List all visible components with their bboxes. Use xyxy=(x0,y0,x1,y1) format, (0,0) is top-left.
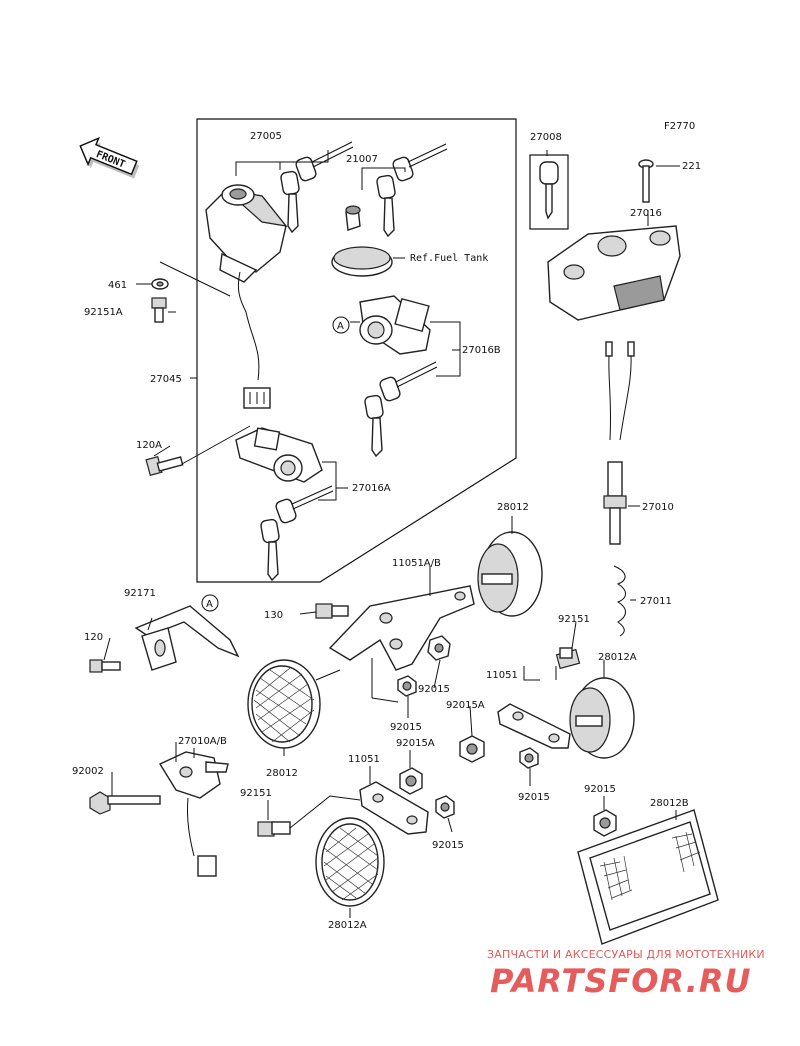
label-92015A-right: 92015A xyxy=(446,700,485,711)
label-92015A-bottom: 92015A xyxy=(396,738,435,749)
bracket-27016 xyxy=(547,225,681,321)
label-92015-bottom: 92015 xyxy=(432,840,464,851)
nut-92015-top-right xyxy=(593,809,617,837)
ignition-switch xyxy=(205,184,288,409)
label-120: 120 xyxy=(84,632,103,643)
label-28012A-right: 28012A xyxy=(598,652,637,663)
label-28012A-bottom: 28012A xyxy=(328,920,367,931)
label-21007: 21007 xyxy=(346,154,378,165)
nut-92015-right xyxy=(519,747,539,769)
label-92151A: 92151A xyxy=(84,307,123,318)
label-27011: 27011 xyxy=(640,596,672,607)
label-461: 461 xyxy=(108,280,127,291)
label-92015-top-right: 92015 xyxy=(584,784,616,795)
horn-28012A-right xyxy=(569,677,635,759)
label-92015-bracket: 92015 xyxy=(390,722,422,733)
horn-bracket-11051AB xyxy=(328,585,475,671)
label-130: 130 xyxy=(264,610,283,621)
front-direction-arrow: FRONT xyxy=(79,136,140,179)
bolt-130 xyxy=(315,603,349,619)
horn-28012-top xyxy=(477,531,543,617)
label-27016B: 27016B xyxy=(462,345,501,356)
leader-lines xyxy=(103,150,680,918)
bolt-120A xyxy=(145,455,184,477)
bolt-92151-bottom xyxy=(257,821,291,837)
assembly-frame xyxy=(196,118,517,583)
label-92015-right: 92015 xyxy=(518,792,550,803)
callout-a-upper: A xyxy=(332,316,350,334)
label-27045: 27045 xyxy=(150,374,182,385)
bolt-92151-right xyxy=(555,647,581,670)
horn-bracket-11051-right xyxy=(497,703,571,749)
horn-bracket-11051-bottom xyxy=(359,781,429,835)
brake-light-switch-27010 xyxy=(603,341,635,545)
watermark-tagline: ЗАПЧАСТИ И АКСЕССУАРЫ ДЛЯ МОТОТЕХНИКИ xyxy=(487,948,765,961)
label-27016: 27016 xyxy=(630,208,662,219)
clutch-switch-27010AB xyxy=(158,751,229,877)
label-221: 221 xyxy=(682,161,701,172)
bracket-92171 xyxy=(134,605,240,671)
watermark-logo: PARTSFOR.RU xyxy=(490,962,752,1000)
label-28012B: 28012B xyxy=(650,798,689,809)
label-ref-fuel-tank: Ref.Fuel Tank xyxy=(410,253,488,264)
fuel-cap-lock xyxy=(331,205,393,277)
label-11051AB: 11051A/B xyxy=(392,558,441,569)
label-92151-right: 92151 xyxy=(558,614,590,625)
callout-a-lower: A xyxy=(201,594,219,612)
label-92171: 92171 xyxy=(124,588,156,599)
key-pair-27005 xyxy=(280,141,354,234)
label-27010: 27010 xyxy=(642,502,674,513)
nut-92015-mid xyxy=(427,635,451,661)
label-27010AB: 27010A/B xyxy=(178,736,227,747)
label-92151-bottom: 92151 xyxy=(240,788,272,799)
key-pair-27016B xyxy=(364,361,438,458)
key-pair-21007 xyxy=(376,143,448,238)
label-120A: 120A xyxy=(136,440,162,451)
nut-92015-bottom xyxy=(435,795,455,819)
label-27008: 27008 xyxy=(530,132,562,143)
bolt-92151A xyxy=(151,297,167,323)
spring-27011 xyxy=(613,565,626,637)
label-27005: 27005 xyxy=(250,131,282,142)
key-27008 xyxy=(539,161,559,220)
key-box-27008 xyxy=(529,154,569,230)
reflector-28012B xyxy=(577,809,719,945)
nut-92015-bracket xyxy=(397,675,417,697)
washer-461 xyxy=(151,278,169,290)
label-92015-mid: 92015 xyxy=(418,684,450,695)
svg-text:A: A xyxy=(337,321,344,332)
seat-lock-27016B xyxy=(359,295,431,355)
part-labels: 27005 21007 Ref.Fuel Tank 27008 221 2701… xyxy=(72,131,701,931)
horn-28012A-bottom xyxy=(315,817,385,907)
label-27016A: 27016A xyxy=(352,483,391,494)
label-28012-left: 28012 xyxy=(266,768,298,779)
screw-221 xyxy=(638,159,654,203)
label-28012-top: 28012 xyxy=(497,502,529,513)
svg-text:A: A xyxy=(206,599,213,610)
helmet-lock-27016A xyxy=(235,427,323,483)
label-11051-right: 11051 xyxy=(486,670,518,681)
label-92002: 92002 xyxy=(72,766,104,777)
nut-92015A-bottom xyxy=(399,767,423,795)
key-pair-27016A xyxy=(260,485,334,582)
diagram-code: F2770 xyxy=(664,121,695,132)
horn-28012-left xyxy=(247,659,321,749)
bolt-120 xyxy=(89,659,121,673)
bolt-92002 xyxy=(89,791,161,815)
nut-92015A-right xyxy=(459,735,485,763)
label-11051-bottom: 11051 xyxy=(348,754,380,765)
